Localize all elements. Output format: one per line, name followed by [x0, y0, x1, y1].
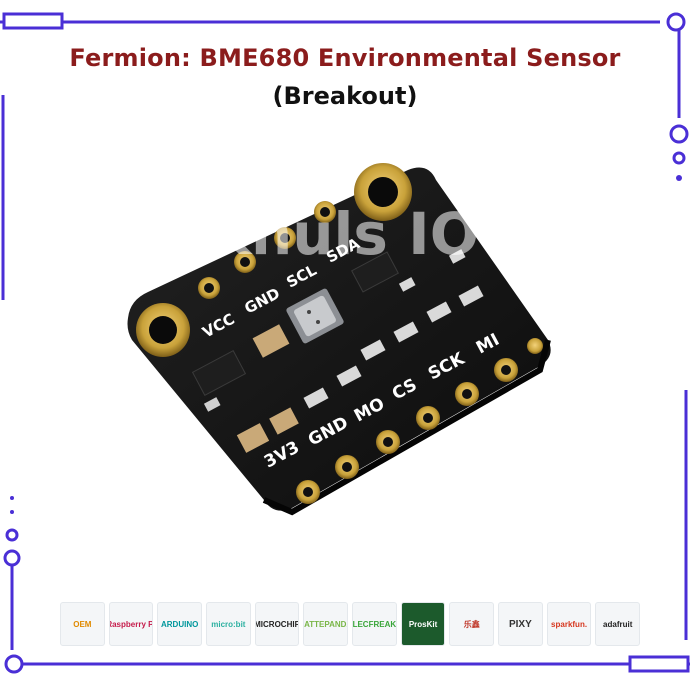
mounting-hole-right	[354, 163, 412, 221]
page-title: Fermion: BME680 Environmental Sensor	[69, 44, 621, 72]
espressif-logo: 乐鑫	[449, 602, 495, 646]
page-subtitle: (Breakout)	[272, 82, 418, 110]
sparkfun-logo: sparkfun.	[546, 602, 592, 646]
raspberry-pi-logo: Raspberry Pi	[108, 602, 154, 646]
mounting-hole-left	[136, 303, 190, 357]
oem-logo: OEM	[60, 602, 105, 646]
bme680-chip	[286, 288, 344, 344]
elecfreaks-logo: ELECFREAKS	[352, 602, 397, 646]
arduino-logo: ARDUINO	[157, 602, 203, 646]
microchip-logo: MICROCHIP	[254, 602, 300, 646]
proskit-logo: ProsKit	[400, 602, 446, 646]
pixy-logo: PIXY	[498, 602, 543, 646]
top-header-pins	[198, 201, 336, 299]
microbit-logo: micro:bit	[206, 602, 251, 646]
adafruit-logo: adafruit	[595, 602, 641, 646]
voltage-regulator	[191, 251, 399, 396]
smd-components	[203, 249, 484, 453]
pcb-body	[127, 167, 551, 511]
bottom-header-pins	[296, 338, 543, 504]
compatible-platform-logos: OEM Raspberry Pi ARDUINO micro:bit MICRO…	[60, 602, 641, 646]
lattepanda-logo: LATTEPANDA	[303, 602, 349, 646]
